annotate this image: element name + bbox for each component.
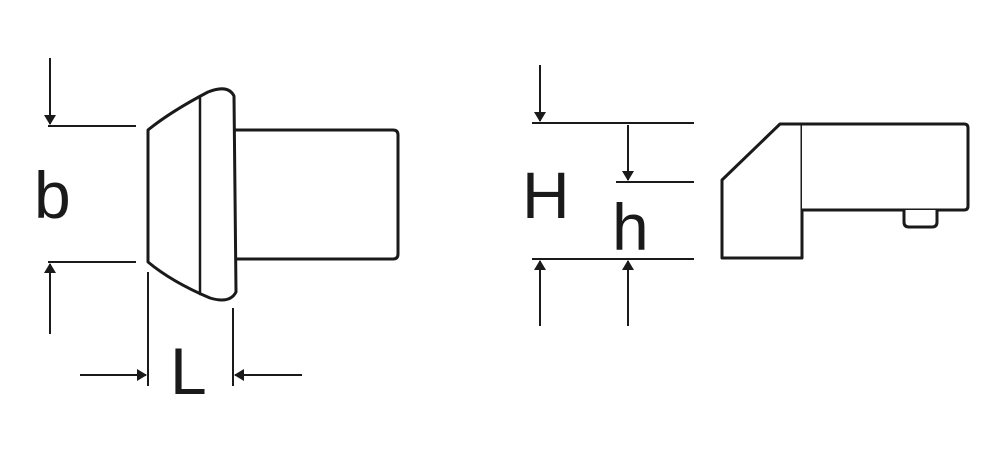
conical-head <box>146 87 238 302</box>
head-block <box>720 122 804 260</box>
locking-pin <box>902 208 939 229</box>
l-label: L <box>170 334 207 408</box>
b-label: b <box>34 158 71 232</box>
shank-block <box>800 122 970 212</box>
h-total-label: H <box>522 158 570 232</box>
h-partial-label: h <box>612 190 649 264</box>
shank-body <box>230 128 400 261</box>
right-view: H h <box>522 65 970 326</box>
left-view: b L <box>34 58 400 408</box>
